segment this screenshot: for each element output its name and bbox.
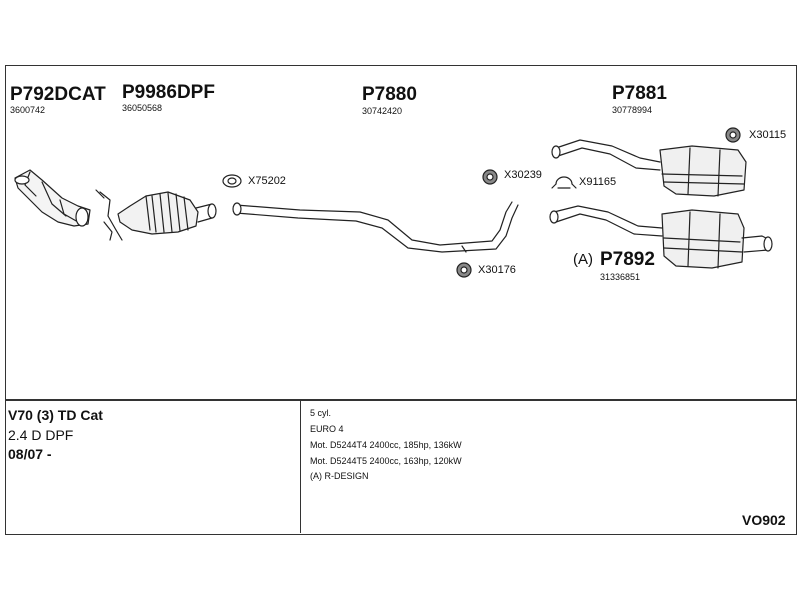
part-code-middle-pipe: P7880 (362, 84, 417, 105)
ring-icon-x30115 (725, 127, 741, 143)
part-code-dpf: P9986DPF (122, 82, 215, 103)
info-panel (5, 399, 797, 535)
vehicle-date: 08/07 - (8, 446, 52, 462)
accessory-label-x91165: X91165 (579, 176, 617, 188)
catalyst-drawing (14, 169, 91, 227)
part-number-middle-pipe: 30742420 (362, 106, 403, 116)
part-number-catalyst: 3600742 (10, 105, 46, 115)
accessory-label-x30115: X30115 (749, 129, 787, 141)
ring-icon-x30239 (482, 169, 498, 185)
kit-code: VO902 (742, 512, 786, 528)
diagram-panel (5, 65, 797, 401)
part-code-rear-silencer: P7881 (612, 83, 667, 104)
vehicle-model: V70 (3) TD Cat (8, 407, 103, 423)
dpf-drawing (95, 189, 217, 241)
accessory-label-x75202: X75202 (248, 175, 286, 187)
middle-pipe-drawing (232, 201, 519, 253)
spec-line: EURO 4 (310, 424, 344, 434)
part-number-rear-silencer-rdesign: 31336851 (600, 272, 641, 282)
part-code-catalyst: P792DCAT (10, 84, 106, 105)
rear-silencer-drawing (551, 139, 747, 197)
rear-silencer-rdesign-drawing (549, 205, 773, 269)
clamp-icon-x91165 (551, 176, 577, 189)
accessory-label-x30176: X30176 (478, 264, 516, 276)
part-number-dpf: 36050568 (122, 103, 163, 113)
ring-icon-x30176 (456, 262, 472, 278)
gasket-icon-x75202 (222, 174, 242, 188)
spec-line: Mot. D5244T5 2400cc, 163hp, 120kW (310, 456, 462, 466)
variant-prefix: (A) (573, 251, 593, 268)
spec-line: 5 cyl. (310, 408, 332, 418)
spec-line: (A) R-DESIGN (310, 471, 369, 481)
spec-line: Mot. D5244T4 2400cc, 185hp, 136kW (310, 440, 462, 450)
part-number-rear-silencer: 30778994 (612, 105, 653, 115)
part-code-rear-silencer-rdesign: P7892 (600, 249, 655, 270)
info-divider (300, 400, 301, 533)
accessory-label-x30239: X30239 (504, 169, 542, 181)
vehicle-engine: 2.4 D DPF (8, 427, 74, 443)
